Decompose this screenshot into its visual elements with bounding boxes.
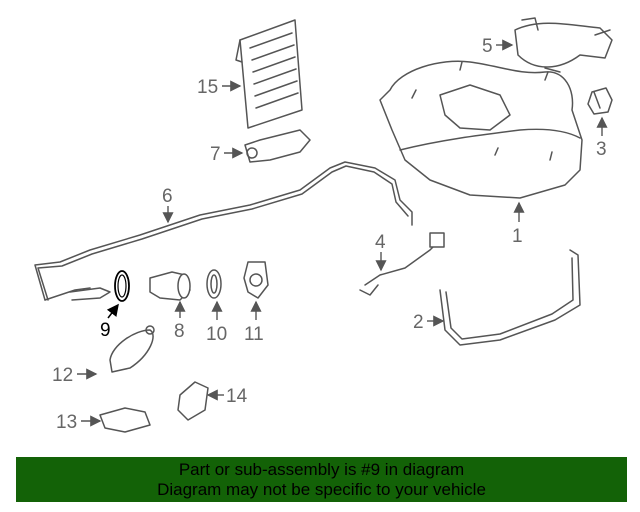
part-14-clip[interactable] [177, 381, 209, 421]
part-fitting [69, 287, 111, 301]
part-12-bracket[interactable] [109, 325, 155, 373]
part-15-control-module[interactable] [235, 19, 303, 129]
callout-14: 14 [226, 386, 248, 407]
part-5-wiring-harness[interactable] [514, 17, 613, 73]
callout-9: 9 [100, 320, 111, 341]
callout-3: 3 [596, 139, 607, 160]
callout-5: 5 [482, 36, 493, 57]
part-3-cap[interactable] [587, 87, 613, 115]
callout-11: 11 [244, 324, 264, 345]
part-2-tank-strap[interactable] [439, 249, 581, 346]
info-banner: Part or sub-assembly is #9 in diagram Di… [16, 457, 627, 502]
callout-13: 13 [56, 412, 77, 433]
banner-part-note: Part or sub-assembly is #9 in diagram [178, 460, 465, 479]
part-10-seal[interactable] [206, 269, 222, 299]
part-7-sensor[interactable] [244, 129, 311, 163]
callout-6: 6 [162, 186, 173, 207]
callout-1: 1 [512, 226, 523, 247]
callout-8: 8 [174, 321, 185, 342]
banner-disclaimer: Diagram may not be specific to your vehi… [157, 480, 486, 499]
callout-12: 12 [52, 365, 73, 386]
part-11-lock-ring[interactable] [243, 261, 269, 299]
part-4-wire[interactable] [359, 232, 445, 296]
part-6-fuel-line[interactable] [34, 161, 413, 301]
callout-15: 15 [197, 77, 218, 98]
callout-10: 10 [206, 324, 227, 345]
callout-4: 4 [375, 232, 386, 253]
part-1-fuel-tank[interactable] [379, 60, 583, 199]
part-9-o-ring[interactable] [114, 270, 130, 302]
callout-7: 7 [210, 144, 221, 165]
callout-2: 2 [413, 312, 424, 333]
part-13-clip[interactable] [99, 407, 151, 433]
part-8-valve[interactable] [149, 271, 191, 301]
